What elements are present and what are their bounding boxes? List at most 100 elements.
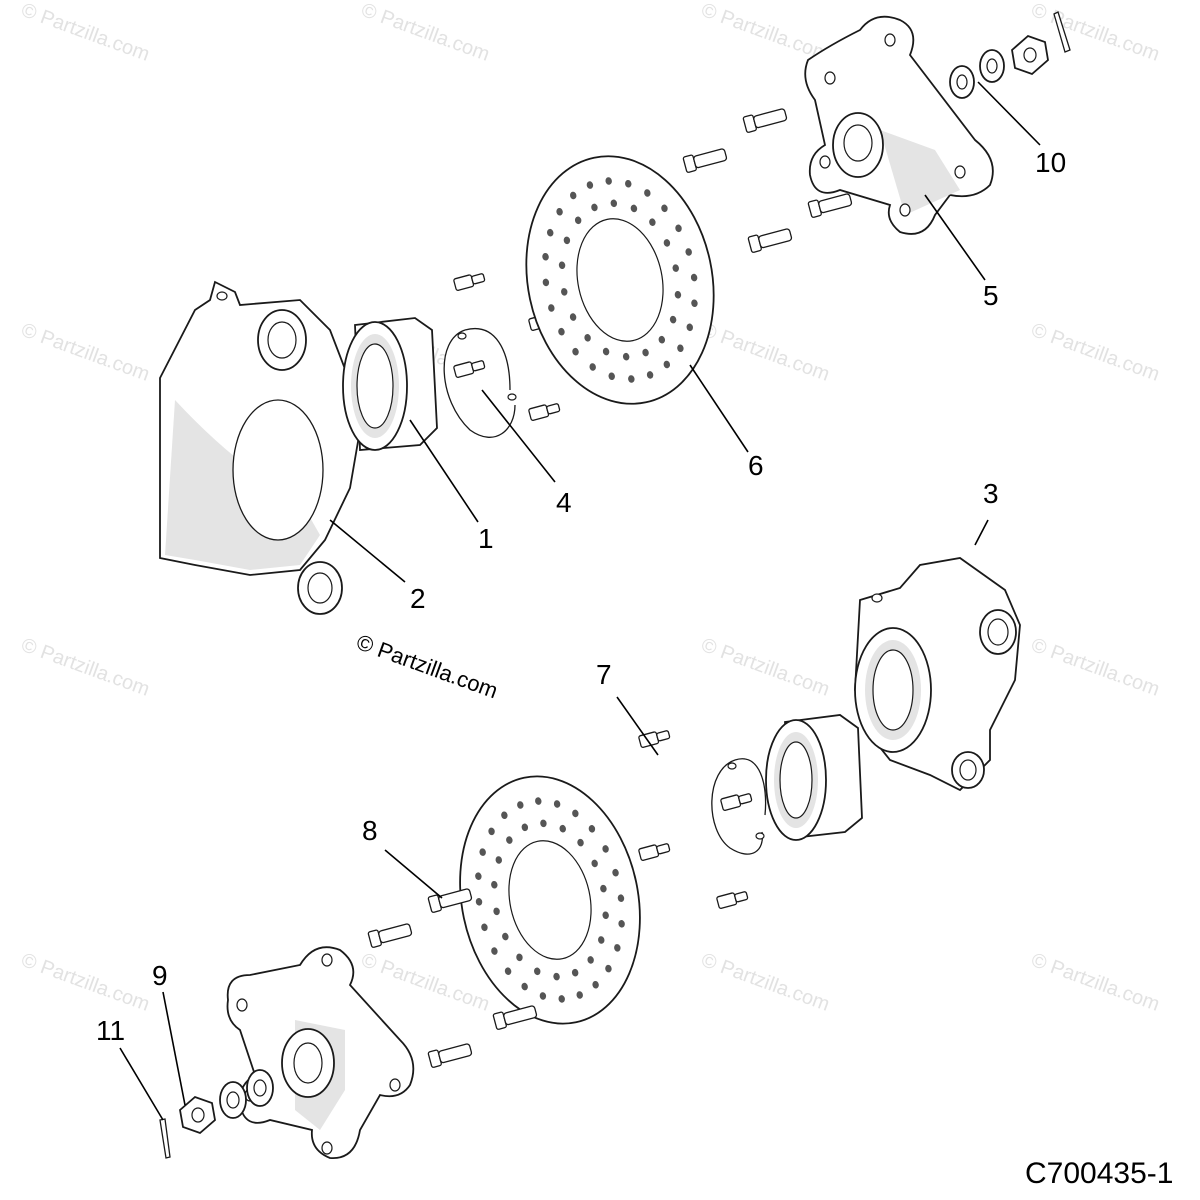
watermark: © Partzilla.com bbox=[358, 0, 492, 66]
disc-hole bbox=[542, 278, 550, 287]
disc-hole bbox=[576, 991, 583, 999]
copyright-notice: © Partzilla.com bbox=[353, 629, 501, 703]
disc-hole bbox=[547, 228, 554, 237]
knuckle-housing-left bbox=[159, 280, 361, 615]
disc-hole bbox=[605, 964, 612, 973]
document-id: C700435-1 bbox=[1025, 1157, 1173, 1190]
watermark: © Partzilla.com bbox=[18, 0, 152, 66]
disc-hole bbox=[577, 838, 584, 847]
disc-hole bbox=[674, 291, 682, 299]
disc-hole bbox=[504, 967, 512, 975]
disc-hole bbox=[521, 982, 528, 991]
disc-hole bbox=[491, 947, 498, 955]
disc-hole bbox=[548, 304, 555, 312]
disc-hole bbox=[553, 972, 560, 981]
wheel-studs-upper bbox=[682, 108, 853, 253]
disc-hole bbox=[556, 207, 563, 216]
disc-hole bbox=[589, 363, 596, 371]
snap-ring-upper bbox=[443, 328, 517, 438]
disc-drill-holes bbox=[475, 797, 625, 1003]
disc-hole bbox=[540, 819, 547, 828]
disc-hole bbox=[669, 315, 677, 324]
disc-hole bbox=[605, 177, 612, 185]
watermark: © Partzilla.com bbox=[698, 634, 832, 701]
callout-6: 6 bbox=[748, 450, 764, 481]
disc-hole bbox=[610, 199, 618, 208]
disc-hole bbox=[481, 923, 488, 932]
disc-hole bbox=[571, 968, 579, 977]
disc-hole bbox=[608, 372, 615, 380]
disc-hole bbox=[685, 248, 692, 256]
callout-7: 7 bbox=[596, 659, 612, 690]
callout-4: 4 bbox=[556, 487, 572, 518]
disc-hole bbox=[586, 181, 594, 189]
disc-hole bbox=[475, 898, 483, 906]
watermark: © Partzilla.com bbox=[1028, 0, 1162, 66]
wheel-hub-upper bbox=[804, 15, 994, 235]
disc-hole bbox=[517, 801, 524, 809]
disc-hole bbox=[598, 936, 605, 944]
callout-10: 10 bbox=[1035, 147, 1066, 178]
watermark: © Partzilla.com bbox=[698, 0, 832, 66]
disc-hole bbox=[479, 848, 486, 856]
disc-hole bbox=[588, 825, 596, 833]
disc-hole bbox=[690, 273, 698, 282]
wheel-bearing-upper bbox=[342, 317, 438, 451]
watermark: © Partzilla.com bbox=[1028, 634, 1162, 701]
disc-hole bbox=[646, 371, 654, 379]
disc-hole bbox=[592, 980, 599, 989]
disc-hole bbox=[558, 995, 565, 1003]
disc-hole bbox=[502, 932, 509, 941]
disc-hole bbox=[663, 239, 671, 247]
bolts-lower-small bbox=[638, 730, 753, 909]
disc-hole bbox=[572, 347, 579, 356]
cotter-pin-upper bbox=[1053, 11, 1071, 53]
disc-drill-holes bbox=[542, 177, 698, 383]
disc-hole bbox=[642, 348, 649, 357]
disc-hole bbox=[602, 911, 609, 920]
castle-nut-upper bbox=[1011, 34, 1049, 76]
disc-hole bbox=[600, 884, 607, 893]
disc-hole bbox=[488, 827, 495, 836]
disc-hole bbox=[628, 375, 635, 383]
disc-hole bbox=[661, 204, 668, 213]
watermark: © Partzilla.com bbox=[1028, 949, 1162, 1016]
disc-hole bbox=[495, 856, 502, 864]
disc-hole bbox=[539, 992, 547, 1000]
disc-hole bbox=[591, 859, 598, 868]
disc-hole bbox=[617, 894, 625, 902]
callout-5: 5 bbox=[983, 280, 999, 311]
disc-hole bbox=[602, 347, 610, 356]
disc-hole bbox=[618, 920, 625, 928]
washers-lower bbox=[219, 1069, 274, 1119]
disc-hole bbox=[572, 809, 579, 818]
disc-hole bbox=[677, 344, 684, 353]
callout-11: 11 bbox=[96, 1015, 125, 1046]
watermark: © Partzilla.com bbox=[698, 949, 832, 1016]
disc-hole bbox=[535, 797, 542, 805]
disc-hole bbox=[630, 204, 638, 213]
watermark: © Partzilla.com bbox=[18, 319, 152, 386]
disc-hole bbox=[521, 823, 529, 832]
callout-8: 8 bbox=[362, 815, 378, 846]
disc-hole bbox=[658, 335, 666, 344]
wheel-hub-lower bbox=[226, 946, 415, 1159]
wheel-bearing-lower bbox=[765, 714, 863, 841]
callout-1: 1 bbox=[478, 523, 494, 554]
disc-hole bbox=[563, 236, 571, 245]
brake-disc-upper bbox=[525, 155, 715, 405]
cotter-pin-lower bbox=[159, 1118, 171, 1159]
disc-hole bbox=[553, 800, 561, 808]
disc-hole bbox=[649, 218, 656, 226]
disc-hole bbox=[493, 907, 500, 916]
leader-lines bbox=[119, 81, 1041, 1121]
disc-hole bbox=[612, 868, 619, 877]
wheel-studs-lower bbox=[367, 888, 538, 1068]
disc-hole bbox=[534, 967, 541, 976]
disc-hole bbox=[625, 180, 632, 188]
disc-hole bbox=[569, 313, 577, 321]
brake-disc-lower bbox=[459, 775, 641, 1025]
watermark: © Partzilla.com bbox=[18, 634, 152, 701]
disc-hole bbox=[622, 352, 630, 361]
